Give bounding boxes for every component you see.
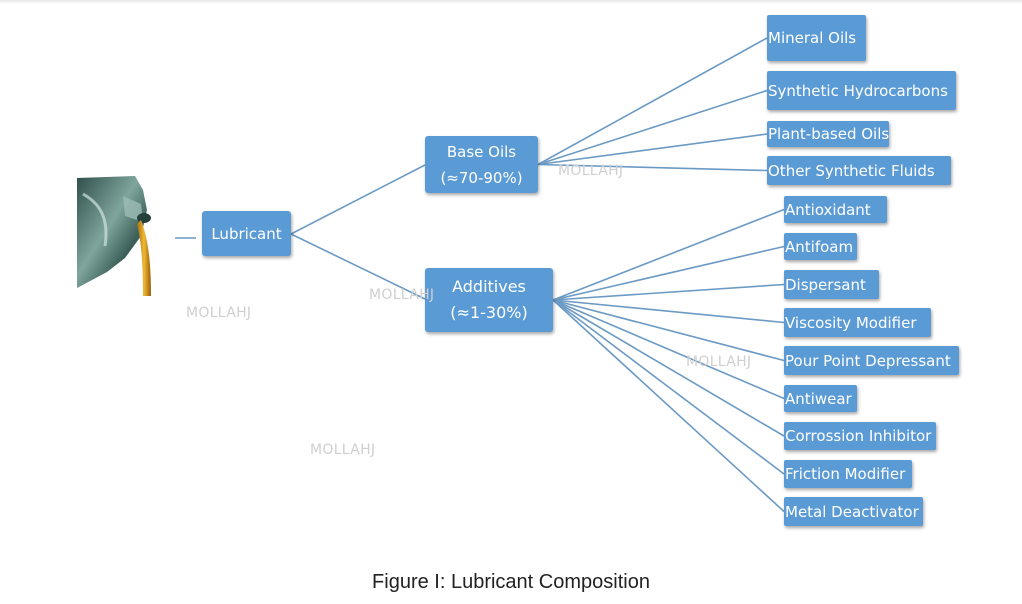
leaf-friction-modifier: Friction Modifier	[784, 460, 912, 488]
connector-leaf-synthetic-hydrocarbons	[537, 89, 768, 166]
leaf-label: Friction Modifier	[785, 465, 906, 483]
connector-leaf-dispersant	[552, 283, 785, 301]
lubricant-label: Lubricant	[211, 224, 282, 243]
leaf-label: Antioxidant	[785, 200, 871, 219]
leaf-dispersant: Dispersant	[784, 270, 879, 299]
leaf-label: Pour Point Depressant	[785, 351, 951, 370]
connector-leaf-plant-based-oils	[537, 133, 768, 166]
leaf-mineral-oils: Mineral Oils	[767, 15, 866, 61]
leaf-label: Mineral Oils	[768, 29, 857, 47]
leaf-antioxidant: Antioxidant	[784, 196, 887, 223]
leaf-antifoam: Antifoam	[784, 233, 857, 260]
leaf-plant-based-oils: Plant-based Oils	[767, 121, 889, 147]
watermark: MOLLAHJ	[310, 442, 376, 458]
leaf-label: Antifoam	[785, 237, 854, 256]
additives-percentage: (≈1-30%)	[450, 303, 528, 322]
base-oils-node: Base Oils (≈70-90%)	[425, 136, 538, 193]
leaf-label: Synthetic Hydrocarbons	[768, 81, 948, 100]
additives-node: Additives (≈1-30%)	[425, 268, 553, 332]
connector-leaf-antiwear	[552, 299, 785, 400]
connector-leaf-mineral-oils	[537, 37, 768, 166]
leaf-viscosity-modifier: Viscosity Modifier	[784, 308, 931, 337]
oil-can-icon	[77, 176, 152, 296]
lubricant-node: Lubricant	[202, 211, 291, 256]
base-oils-label: Base Oils	[446, 142, 517, 161]
leaf-label: Dispersant	[785, 275, 866, 294]
connector-leaf-friction-modifier	[552, 299, 785, 475]
connector-lubricant-baseoils	[290, 164, 426, 235]
leaf-synthetic-hydrocarbons: Synthetic Hydrocarbons	[767, 71, 956, 110]
leaf-label: Metal Deactivator	[785, 502, 919, 521]
additives-label: Additives	[452, 277, 526, 296]
watermark: MOLLAHJ	[558, 163, 624, 179]
base-oils-percentage: (≈70-90%)	[440, 168, 523, 187]
connector-leaf-antioxidant	[552, 208, 785, 301]
figure-caption: Figure I: Lubricant Composition	[372, 571, 650, 593]
connector-leaf-other-synthetic-fluids	[537, 163, 768, 172]
watermark: MOLLAHJ	[686, 354, 752, 370]
leaf-label: Plant-based Oils	[768, 125, 890, 143]
leaf-label: Corrossion Inhibitor	[785, 427, 932, 445]
leaf-antiwear: Antiwear	[784, 385, 857, 412]
connector-lubricant-additives	[290, 233, 426, 300]
leaf-label: Antiwear	[785, 389, 852, 408]
leaf-pour-point-depressant: Pour Point Depressant	[784, 346, 959, 375]
connector-leaf-pour-point-depressant	[552, 299, 785, 362]
leaf-other-synthetic-fluids: Other Synthetic Fluids	[767, 156, 951, 185]
connector-leaf-metal-deactivator	[552, 299, 785, 513]
leaf-corrossion-inhibitor: Corrossion Inhibitor	[784, 422, 936, 450]
top-border	[0, 0, 1022, 4]
connector-leaf-corrossion-inhibitor	[552, 299, 785, 437]
watermark: MOLLAHJ	[186, 305, 252, 321]
connector-leaf-antifoam	[552, 245, 785, 301]
watermark: MOLLAHJ	[369, 287, 435, 303]
leaf-label: Viscosity Modifier	[785, 313, 917, 332]
leaf-metal-deactivator: Metal Deactivator	[784, 497, 923, 526]
connector-leaf-viscosity-modifier	[552, 299, 785, 324]
leaf-label: Other Synthetic Fluids	[768, 161, 935, 180]
